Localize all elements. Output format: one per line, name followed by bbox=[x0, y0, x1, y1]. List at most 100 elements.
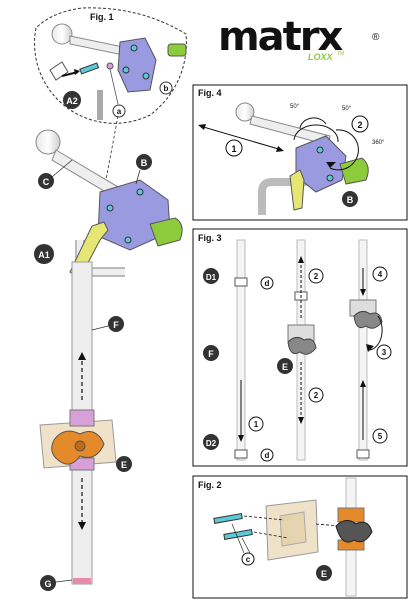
brand-sub: LOXX bbox=[308, 52, 334, 62]
step-2-label: 2 bbox=[357, 120, 362, 130]
brand-name: matrx bbox=[218, 14, 344, 60]
callout-G-label: G bbox=[44, 579, 51, 589]
plate-recess bbox=[279, 511, 307, 547]
step-2 bbox=[351, 115, 369, 133]
step-1-label: 1 bbox=[231, 144, 236, 154]
bolt-icon bbox=[142, 72, 150, 80]
callout-a-label: a bbox=[117, 107, 122, 116]
arrow-head-icon bbox=[360, 289, 366, 296]
clip-d bbox=[356, 449, 370, 459]
screw-part bbox=[213, 513, 243, 524]
pin-part bbox=[79, 62, 100, 75]
callout-F-label: F bbox=[113, 320, 119, 330]
figure-4: Fig. 4 50° 50° 360° 1 2 B bbox=[192, 84, 408, 221]
callout-B bbox=[136, 154, 152, 170]
callout-E bbox=[316, 565, 332, 581]
callout-d-top bbox=[260, 276, 274, 290]
figure-3-title: Fig. 3 bbox=[198, 233, 222, 243]
callout-C-label: C bbox=[43, 177, 50, 187]
step-2b bbox=[308, 387, 324, 403]
step-2a-label: 2 bbox=[314, 272, 319, 281]
arrow-head-icon bbox=[276, 146, 284, 152]
arrow-head-icon bbox=[360, 380, 366, 387]
callout-A1 bbox=[34, 244, 54, 264]
step-3-label: 3 bbox=[382, 348, 387, 357]
leader-line bbox=[109, 68, 119, 105]
step-5-label: 5 bbox=[378, 432, 383, 441]
step-3 bbox=[376, 344, 392, 360]
leader-line bbox=[135, 169, 141, 185]
pole-end-cap bbox=[73, 578, 91, 584]
step-2b-label: 2 bbox=[314, 391, 319, 400]
leader-line bbox=[51, 159, 73, 178]
angle-left-label: 50° bbox=[290, 104, 300, 110]
callout-D2-label: D2 bbox=[206, 439, 217, 448]
callout-A2 bbox=[63, 91, 81, 109]
up-arrow-icon bbox=[78, 352, 86, 360]
wing-knob bbox=[353, 310, 383, 329]
callout-d-bottom bbox=[260, 448, 274, 462]
guide-line bbox=[243, 515, 285, 521]
figure-4-title: Fig. 4 bbox=[198, 88, 222, 98]
step-2a bbox=[308, 268, 324, 284]
rotation-arc bbox=[293, 124, 339, 143]
callout-d-bottom-label: d bbox=[265, 451, 270, 460]
pole-1 bbox=[236, 239, 246, 461]
angle-full-label: 360° bbox=[372, 140, 385, 146]
callout-c bbox=[241, 552, 255, 566]
step-1-label: 1 bbox=[254, 420, 259, 429]
bolt-icon bbox=[106, 204, 114, 212]
rotation-arc bbox=[299, 117, 327, 129]
screw-part bbox=[223, 529, 253, 540]
callout-E-label: E bbox=[121, 460, 127, 470]
rotate-arrow bbox=[369, 315, 383, 351]
washer-part bbox=[106, 62, 114, 70]
green-cap bbox=[167, 43, 187, 57]
bolt-icon bbox=[316, 146, 324, 154]
bolt-icon bbox=[130, 44, 138, 52]
callout-G bbox=[40, 575, 56, 591]
bent-tube bbox=[258, 178, 320, 215]
callout-D1 bbox=[203, 268, 219, 284]
knob-center bbox=[74, 440, 86, 452]
angle-right-label: 50° bbox=[342, 106, 352, 112]
figure-3: Fig. 3 D1 d F E bbox=[192, 228, 408, 467]
ball-knob bbox=[35, 129, 61, 155]
step-5 bbox=[372, 428, 388, 444]
callout-b-label: b bbox=[164, 84, 169, 93]
step-4-label: 4 bbox=[378, 270, 383, 279]
callout-c-label: c bbox=[246, 555, 251, 564]
pole-3 bbox=[358, 239, 368, 461]
brand-logo: matrx LOXX TM ® bbox=[218, 14, 380, 62]
main-assembly: C B A1 F E G bbox=[34, 129, 183, 591]
callout-C bbox=[38, 173, 54, 189]
clamp-block bbox=[337, 507, 365, 523]
wing-knob bbox=[335, 520, 373, 543]
figure-2-title: Fig. 2 bbox=[198, 480, 222, 490]
rotation-arc-full bbox=[329, 129, 359, 171]
callout-B-label: B bbox=[141, 158, 148, 168]
clip-d-bottom bbox=[234, 449, 248, 459]
zoom-connector bbox=[104, 115, 119, 186]
callout-d-top-label: d bbox=[265, 279, 270, 288]
slide-arrow-line bbox=[199, 125, 283, 151]
bolt-icon bbox=[136, 188, 144, 196]
ball-knob bbox=[51, 23, 73, 45]
arrow-head-icon bbox=[198, 124, 206, 130]
pink-clamp-block bbox=[69, 409, 95, 427]
wing-knob bbox=[287, 336, 317, 355]
callout-B bbox=[342, 191, 358, 207]
callout-E-label: E bbox=[282, 362, 288, 372]
brand-tm: TM bbox=[337, 51, 344, 57]
callout-E bbox=[277, 358, 293, 374]
figure-1: Fig. 1 A2 a b bbox=[34, 7, 187, 124]
callout-E-label: E bbox=[321, 569, 327, 579]
clip-d-top bbox=[234, 277, 248, 287]
bolt-icon bbox=[122, 66, 130, 74]
arrow-head-icon bbox=[366, 344, 374, 352]
leader-line bbox=[231, 523, 245, 554]
bolt-icon bbox=[326, 174, 334, 182]
callout-A1-label: A1 bbox=[38, 250, 50, 260]
step-1 bbox=[225, 139, 243, 157]
callout-D2 bbox=[203, 434, 219, 450]
